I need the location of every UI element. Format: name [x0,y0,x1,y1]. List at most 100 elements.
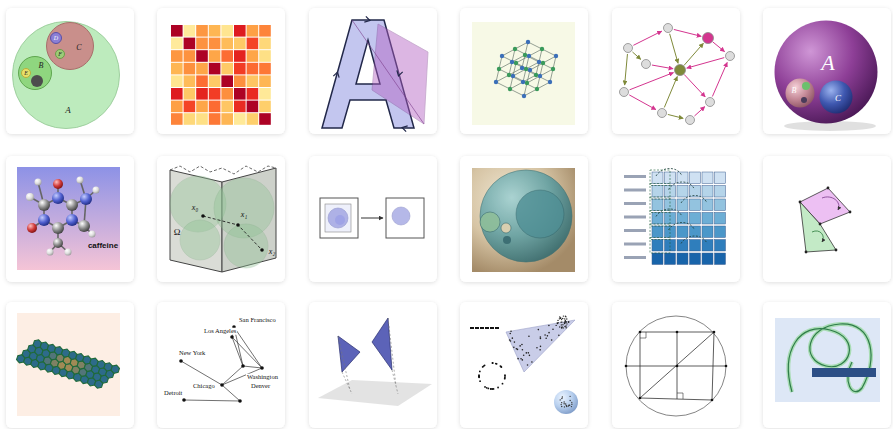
figure-part [522,359,524,361]
figure-part [515,42,528,49]
figure-part [203,216,262,250]
figure-part [527,364,529,366]
figure-part [676,365,679,368]
figure-part [702,172,713,184]
figure-part [510,82,523,89]
gallery-card [157,302,285,428]
heat-cell [209,38,221,50]
figure-part [528,42,542,49]
gallery-card [612,302,740,428]
set-sphere: B [785,78,815,108]
lattice-point [527,54,531,58]
figure-part [805,251,808,254]
figure-part [715,226,726,238]
figure-part [478,376,480,378]
figure-part [564,326,566,328]
figure-part [565,321,566,322]
figure-part [537,82,550,89]
figure-part [624,202,646,205]
set-circle: F [55,49,65,59]
figure-part [490,388,492,390]
figure-part [361,218,383,219]
figure-part [633,31,661,45]
atom [35,179,42,186]
lattice-point [513,47,517,51]
figure-part [566,318,567,319]
figure-part [563,315,564,316]
figure-part [702,240,713,252]
graph-vertex [686,116,695,125]
figure-part [514,341,516,343]
atom [27,223,37,233]
figure-part [516,56,529,63]
figure-part [656,209,682,217]
set-label: E [24,70,28,76]
figure-part [715,213,726,225]
figure-part [702,253,713,265]
figure-part [524,89,537,96]
heat-cell [209,101,221,113]
figure-part [702,213,713,225]
figure-part [639,331,642,334]
figure-part [677,240,688,252]
figure-part [702,226,713,238]
figure-part [527,76,540,83]
gallery-card [6,156,134,282]
atom [38,199,50,211]
figure-part [652,186,663,198]
figure-part [725,365,728,368]
figure-part [677,253,688,265]
heat-cell [247,38,259,50]
figure-part [652,240,663,252]
figure-part [650,224,670,240]
figure-part [558,334,560,336]
figure-part [690,213,701,225]
figure-part [571,402,572,403]
figure-part [775,318,880,402]
math-label: x₁ [241,211,247,219]
heat-cell [184,113,196,125]
figure-part [711,399,714,402]
figure-part [558,322,559,323]
lattice-point [525,81,529,85]
atom [65,249,72,256]
figure-part [180,220,220,260]
gallery-card [309,8,437,134]
figure-part [652,199,663,211]
graph-vertex [675,65,686,76]
figure-part [561,402,562,403]
heat-cell [221,101,233,113]
heat-cell [184,75,196,87]
figure-part [181,361,222,385]
figure-part [560,318,561,319]
lattice-point [535,87,539,91]
figure-part [509,339,511,341]
figure-part [568,321,570,323]
figure-part [529,49,542,56]
figure-part [401,125,407,132]
math-label: x₂ [269,248,275,256]
figure-part [650,184,670,200]
heat-cell [234,50,246,62]
set-label: D [54,35,58,41]
figure-part [479,371,481,373]
figure-part [557,320,558,321]
lattice-point [520,66,524,70]
figure-part [523,75,536,82]
figure-part [677,393,683,399]
figure-part [677,172,688,184]
figure-part [820,81,853,114]
figure-part [624,229,646,232]
figure-part [802,82,810,90]
figure-part [677,186,688,198]
set-sphere: C [819,80,853,114]
figure-part [650,170,670,186]
atom [80,193,92,205]
figure-part [559,326,560,327]
city-dot [220,383,224,387]
city-label: New York [178,350,206,357]
figure-part [564,406,565,407]
figure-part [565,327,566,328]
figure-part [626,366,726,367]
figure-part [715,172,726,184]
